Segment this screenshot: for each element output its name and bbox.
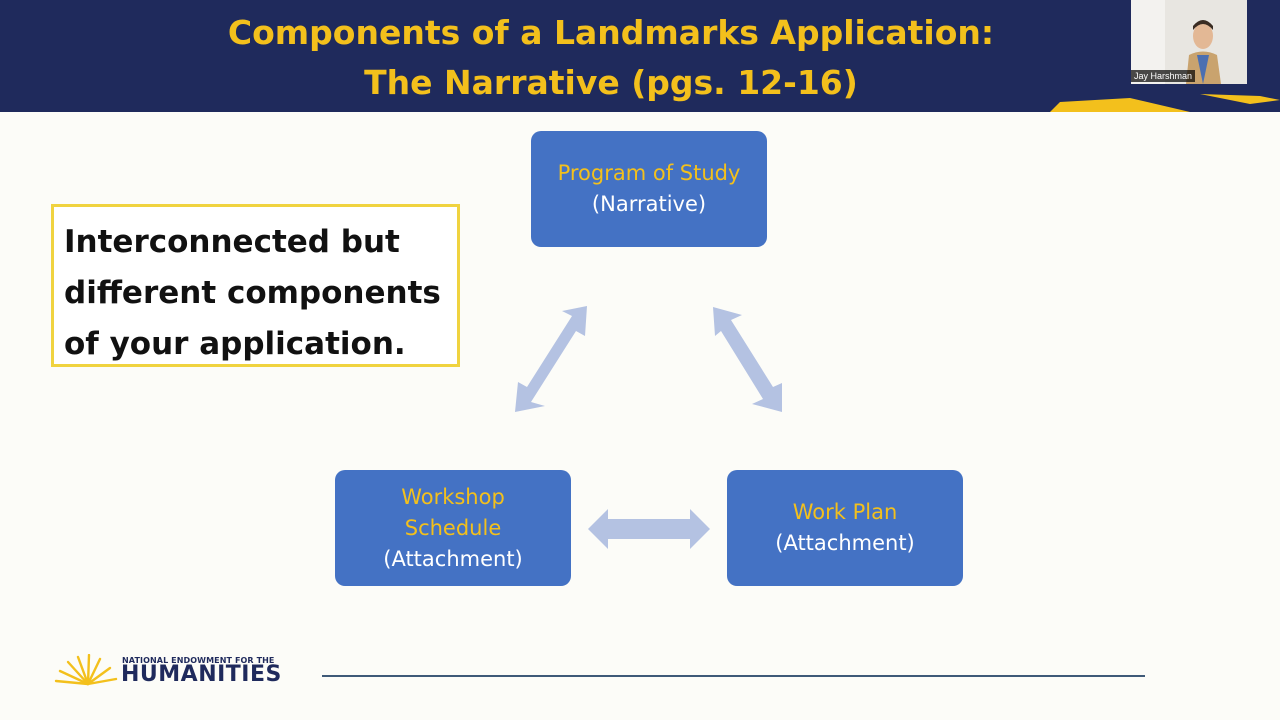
logo-text-small: NATIONAL ENDOWMENT FOR THE	[122, 656, 275, 665]
workshop-schedule-box: Workshop Schedule (Attachment)	[335, 470, 571, 586]
callout-box: Interconnected but different components …	[51, 204, 460, 367]
work-plan-box: Work Plan (Attachment)	[727, 470, 963, 586]
slide-title-line1: Components of a Landmarks Application:	[227, 13, 995, 52]
callout-line1: Interconnected but	[64, 224, 400, 260]
participant-name-label: Jay Harshman	[1131, 70, 1196, 82]
header-accent-shape	[1050, 94, 1280, 112]
arrow-top-left	[515, 306, 587, 412]
program-of-study-title: Program of Study	[557, 161, 741, 185]
program-of-study-box: Program of Study (Narrative)	[531, 131, 767, 247]
callout-line3: of your application.	[64, 326, 406, 362]
work-plan-title: Work Plan	[792, 500, 898, 524]
logo-text-large: HUMANITIES	[121, 662, 282, 687]
slide-title-line2: The Narrative (pgs. 12-16)	[364, 63, 858, 102]
slide-header	[0, 0, 1280, 112]
slide-title: Components of a Landmarks Application: T…	[0, 8, 1222, 108]
program-of-study-subtitle: (Narrative)	[591, 192, 707, 216]
footer-divider	[322, 675, 1145, 677]
workshop-schedule-title-line2: Schedule	[404, 515, 502, 540]
workshop-schedule-title-line1: Workshop	[401, 484, 505, 509]
callout-text: Interconnected but different components …	[64, 217, 441, 370]
arrow-bottom-horizontal	[588, 509, 710, 549]
callout-line2: different components	[64, 275, 441, 311]
arrow-top-right	[713, 307, 782, 412]
neh-sunburst-icon	[54, 654, 118, 686]
work-plan-subtitle: (Attachment)	[775, 531, 915, 555]
workshop-schedule-subtitle: (Attachment)	[383, 546, 523, 571]
